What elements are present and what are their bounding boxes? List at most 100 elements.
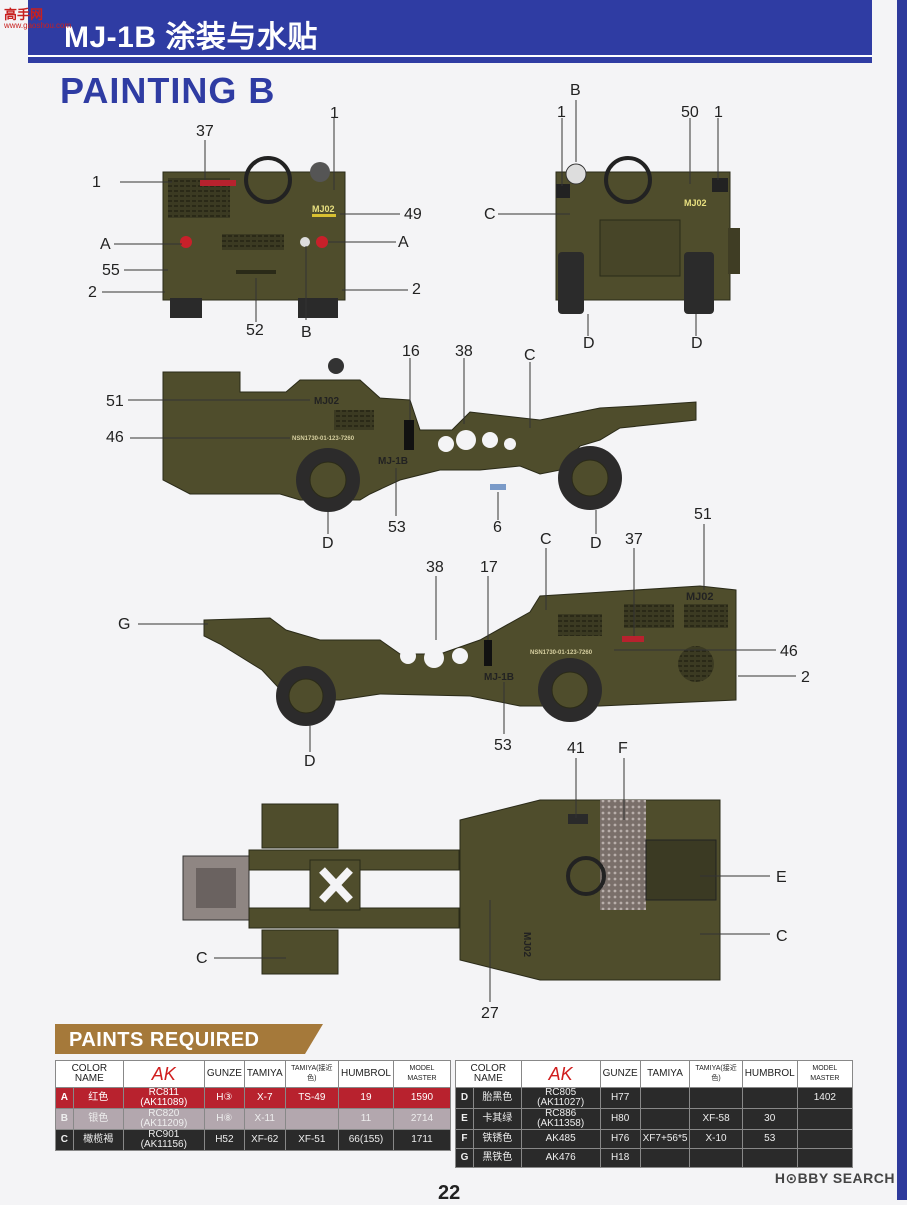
paint-gunze: H80 xyxy=(599,1108,641,1130)
paint-letter: A xyxy=(55,1087,74,1109)
callout-top-c-left: C xyxy=(196,950,208,967)
callout-rear-1a: 1 xyxy=(557,104,566,121)
top-view: MJ02 xyxy=(182,799,721,981)
paint-tamiya xyxy=(639,1087,691,1109)
paint-ak: RC901 (AK11156) xyxy=(122,1129,205,1151)
callout-top-f: F xyxy=(618,740,628,757)
front-view: MJ02 xyxy=(162,156,346,318)
paint-ak: AK476 xyxy=(520,1148,601,1168)
paint-name: 黑铁色 xyxy=(472,1148,522,1168)
paint-row: A 红色 RC811 (AK11089) H③ X-7 TS-49 19 159… xyxy=(55,1087,451,1109)
watermark: H⊙BBY SEARCH xyxy=(774,1170,895,1186)
callout-front-2b: 2 xyxy=(412,281,421,298)
paint-letter: B xyxy=(55,1108,74,1130)
callout-side1-d-right: D xyxy=(590,535,602,552)
paint-tamiya-near: XF-58 xyxy=(689,1108,743,1130)
callout-front-a-left: A xyxy=(100,236,111,253)
paint-tamiya-near: X-10 xyxy=(689,1129,743,1149)
paint-row: C 橄榄褐 RC901 (AK11156) H52 XF-62 XF-51 66… xyxy=(55,1129,451,1151)
th-tamiya-near: TAMIYA(接近色) xyxy=(284,1060,339,1088)
callout-side2-d: D xyxy=(304,753,316,770)
callout-rear-50: 50 xyxy=(681,104,699,121)
paint-gunze: H52 xyxy=(203,1129,245,1151)
paint-name: 铁锈色 xyxy=(472,1129,522,1149)
callout-side2-38: 38 xyxy=(426,559,444,576)
callout-top-c-right: C xyxy=(776,928,788,945)
th-ak: AK xyxy=(520,1060,601,1088)
callout-side2-37: 37 xyxy=(625,531,643,548)
th-color-name: COLOR NAME xyxy=(55,1060,124,1088)
th-ak: AK xyxy=(122,1060,205,1088)
paint-tamiya-near xyxy=(689,1148,743,1168)
callout-rear-1b: 1 xyxy=(714,104,723,121)
paint-tamiya xyxy=(639,1148,691,1168)
paints-banner: PAINTS REQUIRED xyxy=(55,1024,323,1054)
callout-side1-c: C xyxy=(524,347,536,364)
paint-gunze: H76 xyxy=(599,1129,641,1149)
paint-gunze: H③ xyxy=(203,1087,245,1109)
side1-code: MJ02 xyxy=(314,396,339,407)
top-khaki-panel xyxy=(645,839,717,901)
paint-letter: G xyxy=(455,1148,474,1168)
paint-mm xyxy=(796,1129,854,1149)
callout-side1-16: 16 xyxy=(402,343,420,360)
paint-row: F 铁锈色 AK485 H76 XF7+56*5 X-10 53 xyxy=(455,1129,854,1149)
th-tamiya: TAMIYA xyxy=(243,1060,286,1088)
side1-nsn: NSN1730-01-123-7260 xyxy=(292,436,355,442)
paint-tamiya-near xyxy=(689,1087,743,1109)
callout-side2-53: 53 xyxy=(494,737,512,754)
paint-ak: RC886 (AK11358) xyxy=(520,1108,601,1130)
top-rust-panel xyxy=(600,800,646,910)
paint-mm: 1590 xyxy=(393,1087,451,1109)
paint-humbrol: 53 xyxy=(741,1129,798,1149)
paint-row: G 黑铁色 AK476 H18 xyxy=(455,1148,854,1168)
callout-top-e: E xyxy=(776,869,787,886)
callout-side1-46: 46 xyxy=(106,429,124,446)
paint-tamiya: X-11 xyxy=(243,1108,286,1130)
callout-front-52: 52 xyxy=(246,322,264,339)
model-name: MJ-1B xyxy=(64,21,157,54)
paint-ak: RC805 (AK11027) xyxy=(520,1087,601,1109)
callout-side1-6: 6 xyxy=(493,519,502,536)
paint-tamiya: X-7 xyxy=(243,1087,286,1109)
paint-name: 卡其绿 xyxy=(472,1108,522,1130)
paint-humbrol: 19 xyxy=(337,1087,395,1109)
paint-humbrol xyxy=(741,1087,798,1109)
paint-gunze: H⑧ xyxy=(203,1108,245,1130)
paint-letter: E xyxy=(455,1108,474,1130)
callout-front-55: 55 xyxy=(102,262,120,279)
paint-humbrol: 66(155) xyxy=(337,1129,395,1151)
vehicle-drawings: MJ02 MJ02 MJ02 NSN1730-01-123-7260 MJ-1B xyxy=(102,100,796,1002)
paint-tamiya-near: TS-49 xyxy=(284,1087,339,1109)
site-logo: 高手网 www.gaoshou.com xyxy=(4,4,71,30)
paint-ak: RC811 (AK11089) xyxy=(122,1087,205,1109)
callout-rear-d-right: D xyxy=(691,335,703,352)
callout-rear-b: B xyxy=(570,82,581,99)
callout-rear-c: C xyxy=(484,206,496,223)
side-view-1: MJ02 NSN1730-01-123-7260 MJ-1B xyxy=(162,358,697,512)
callout-front-49: 49 xyxy=(404,206,422,223)
side-view-2: MJ02 NSN1730-01-123-7260 MJ-1B xyxy=(203,585,737,726)
paint-name: 胎黑色 xyxy=(472,1087,522,1109)
callout-side1-d-left: D xyxy=(322,535,334,552)
callout-side2-51: 51 xyxy=(694,506,712,523)
callout-front-1a: 1 xyxy=(92,174,101,191)
callout-side1-38: 38 xyxy=(455,343,473,360)
side2-nsn: NSN1730-01-123-7260 xyxy=(530,650,593,656)
header-rule xyxy=(28,55,872,57)
side1-model: MJ-1B xyxy=(378,456,408,467)
section-title: PAINTING B xyxy=(60,70,276,111)
paint-tamiya xyxy=(639,1108,691,1130)
leader-lines xyxy=(102,100,796,1002)
side2-model: MJ-1B xyxy=(484,672,514,683)
callout-side2-46: 46 xyxy=(780,643,798,660)
paint-letter: F xyxy=(455,1129,474,1149)
logo-url: www.gaoshou.com xyxy=(4,21,72,30)
callout-front-2a: 2 xyxy=(88,284,97,301)
paint-mm xyxy=(796,1148,854,1168)
paints-table-right: COLOR NAME AK GUNZE TAMIYA TAMIYA(接近色) H… xyxy=(455,1060,854,1168)
page-right-border xyxy=(897,0,907,1200)
th-tamiya: TAMIYA xyxy=(639,1060,691,1088)
paint-row: D 胎黑色 RC805 (AK11027) H77 1402 xyxy=(455,1087,854,1109)
paint-mm: 1711 xyxy=(393,1129,451,1151)
